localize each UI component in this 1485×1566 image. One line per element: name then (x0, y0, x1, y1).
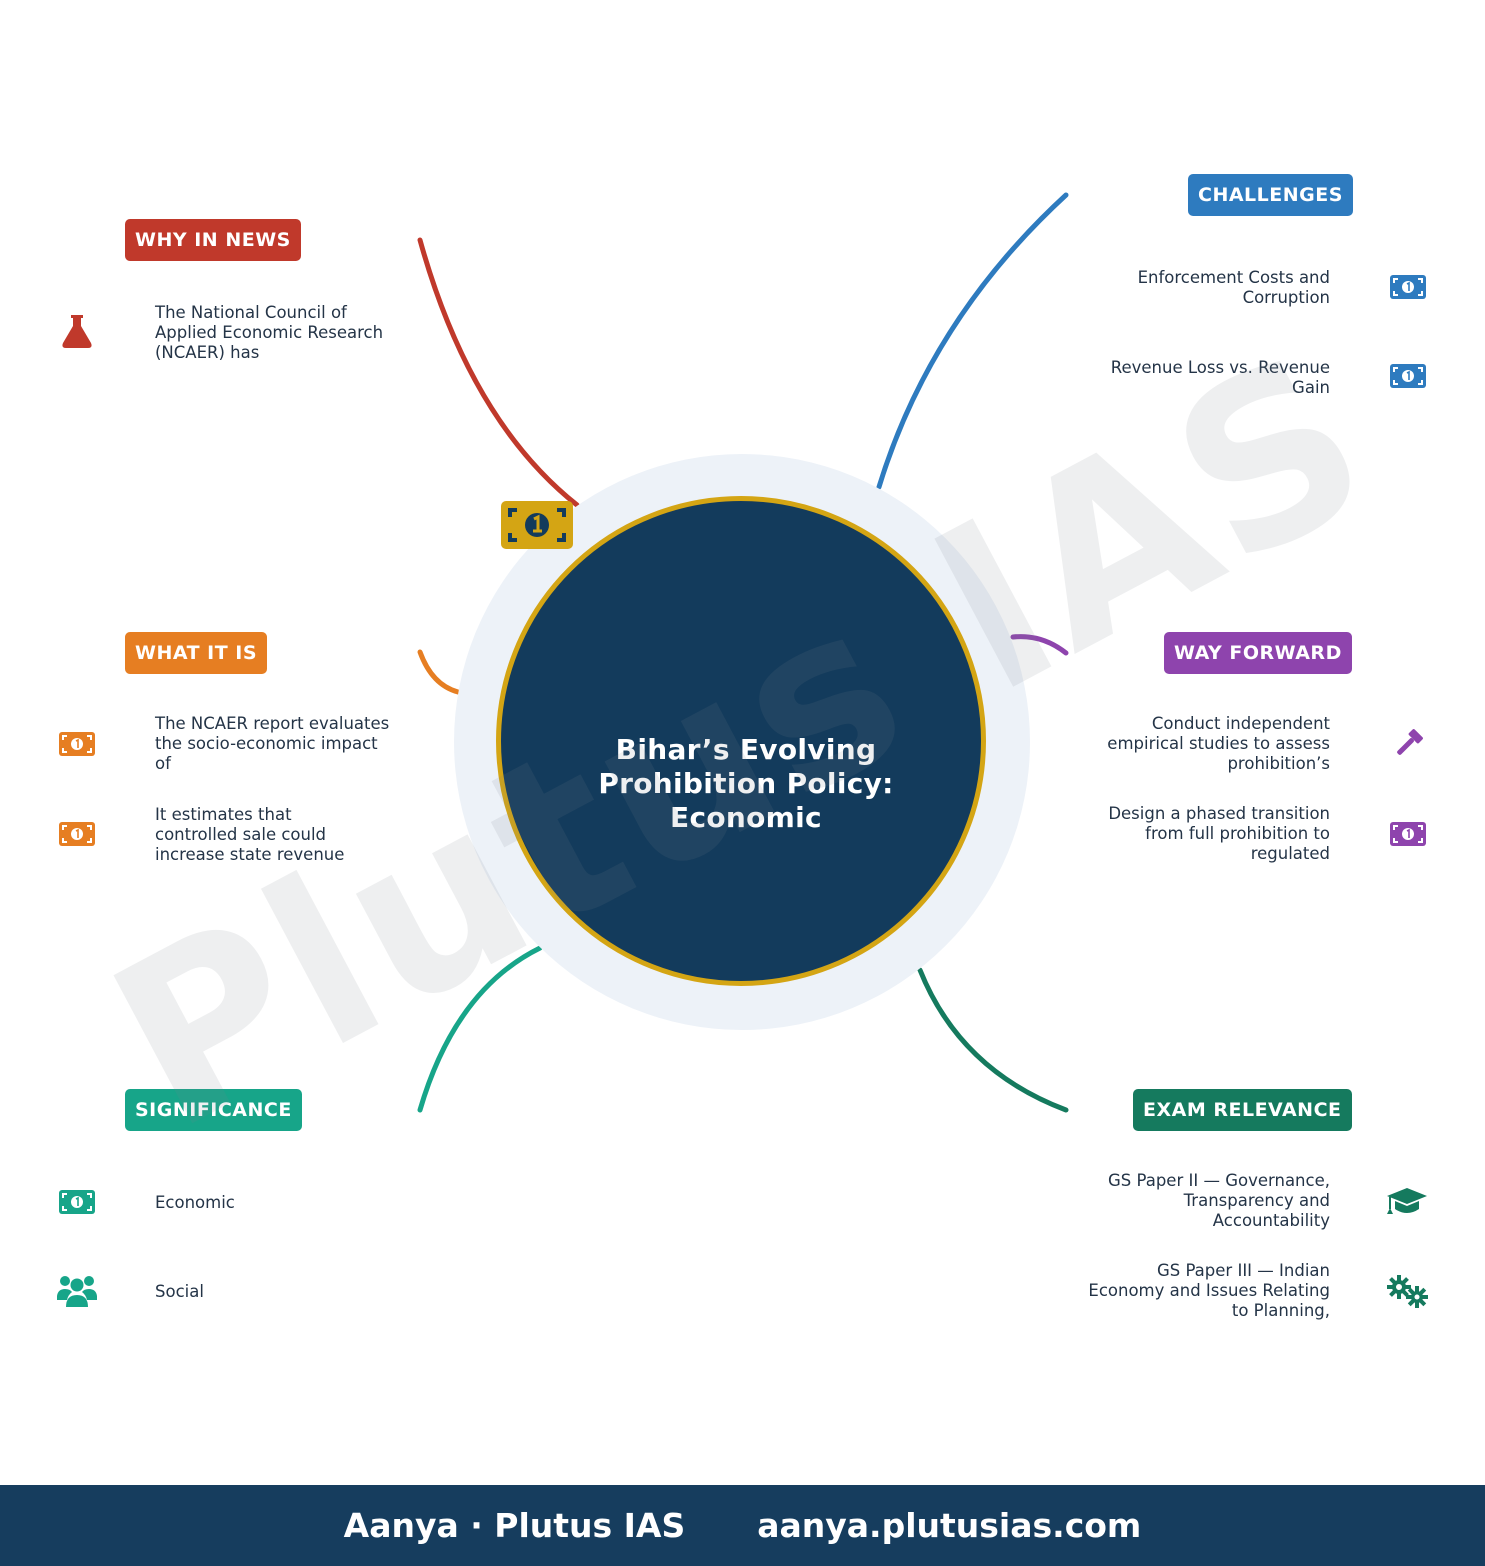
item-exam-2: GS Paper III — Indian Economy and Issues… (1088, 1261, 1330, 1320)
central-title: Bihar’s Evolving Prohibition Policy: Eco… (598, 733, 894, 834)
connector-lines (417, 192, 1069, 1113)
gavel-icon (1397, 729, 1423, 755)
money-bill-icon (59, 1190, 95, 1214)
item-challenges-1: Enforcement Costs and Corruption (1137, 268, 1330, 307)
connector-exam (917, 967, 1069, 1113)
gears-icon (1387, 1275, 1428, 1308)
item-challenges-2: Revenue Loss vs. Revenue Gain (1110, 358, 1330, 397)
section-badge-way-forward: WAY FORWARD (1164, 632, 1352, 674)
item-exam-1: GS Paper II — Governance, Transparency a… (1108, 1171, 1330, 1230)
money-bill-icon (1390, 364, 1426, 388)
mind-map: Bihar’s Evolving Prohibition Policy: Eco… (57, 174, 1428, 1320)
money-bill-icon (59, 732, 95, 756)
graduation-cap-icon (1387, 1188, 1427, 1214)
section-badge-exam-relevance: EXAM RELEVANCE (1133, 1089, 1352, 1131)
section-badge-challenges: CHALLENGES (1188, 174, 1353, 216)
footer-url-link[interactable]: aanya.plutusias.com (757, 1506, 1142, 1545)
connector-significance (417, 945, 543, 1113)
section-badge-why-in-news: WHY IN NEWS (125, 219, 301, 261)
item-why-1: The National Council of Applied Economic… (155, 303, 384, 362)
connector-challenges (876, 192, 1069, 490)
footer-brand: Aanya · Plutus IAS (343, 1506, 686, 1545)
item-significance-1: Economic (155, 1193, 235, 1212)
item-what-1: The NCAER report evaluates the socio-eco… (155, 714, 390, 773)
item-significance-2: Social (155, 1282, 204, 1301)
money-bill-icon (501, 501, 573, 549)
connector-why (417, 237, 580, 508)
section-badge-what-it-is: WHAT IT IS (125, 632, 268, 674)
connector-way (1010, 634, 1069, 656)
users-icon (57, 1276, 97, 1307)
money-bill-icon (1390, 275, 1426, 299)
connector-what (417, 649, 461, 695)
money-bill-icon (59, 822, 95, 846)
central-topic: Bihar’s Evolving Prohibition Policy: Eco… (496, 496, 986, 986)
item-way-1: Conduct independent empirical studies to… (1107, 714, 1330, 773)
money-bill-icon (1390, 822, 1426, 846)
item-way-2: Design a phased transition from full pro… (1108, 804, 1330, 863)
section-badge-significance: SIGNIFICANCE (125, 1089, 302, 1131)
item-what-2: It estimates that controlled sale could … (155, 805, 345, 864)
footer-bar: Aanya · Plutus IAS aanya.plutusias.com (0, 1485, 1485, 1566)
flask-icon (62, 315, 92, 348)
